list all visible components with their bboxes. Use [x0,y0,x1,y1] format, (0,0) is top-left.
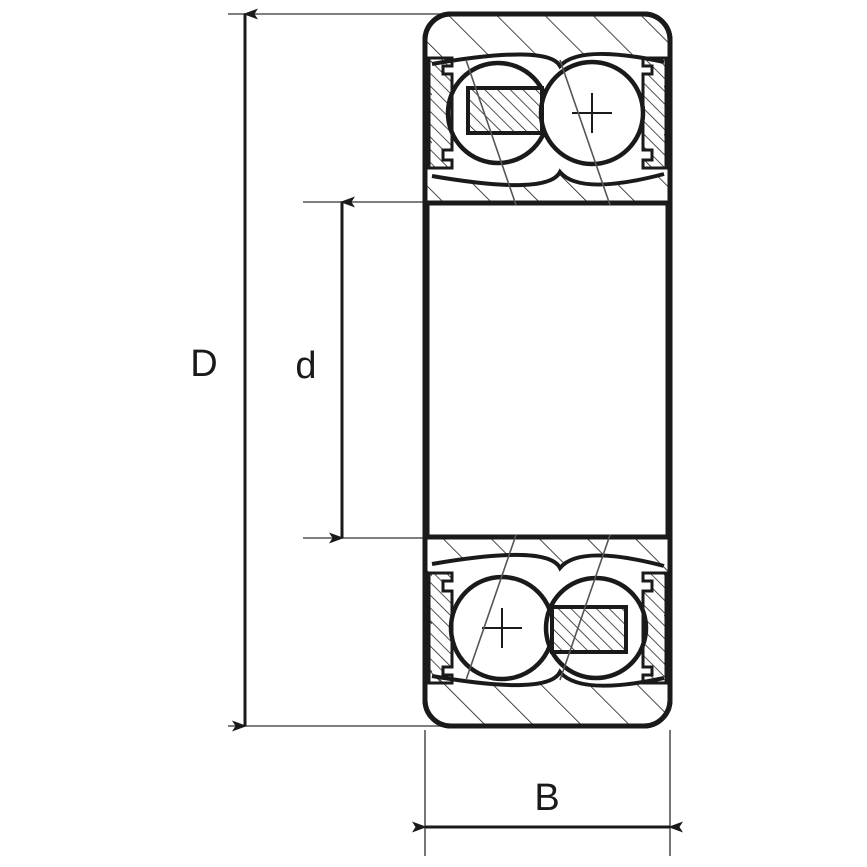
upper-left-seal [427,56,454,170]
dimension-d: d [295,196,355,544]
dimension-d-label: d [295,345,316,387]
lower-ball-row [431,534,665,688]
upper-ball-row [431,51,665,206]
dimension-B-label: B [534,777,559,819]
bearing-body [422,11,673,729]
upper-raceway-outer-arc [431,51,665,70]
upper-right-seal [641,56,668,170]
lower-raceway-outer-arc [431,668,665,688]
bearing-outline-overlay [422,11,673,729]
dimension-D-label: D [190,343,217,385]
lower-cage-section [550,605,628,654]
lower-left-seal [427,571,454,685]
lower-contact-angle-lines [465,534,611,681]
upper-contact-angle-lines [465,59,611,206]
lower-raceway-inner-arc [431,552,665,572]
lower-right-seal [641,571,668,685]
dimension-B: B [412,777,683,833]
bore-area [427,203,668,537]
upper-raceway-inner-arc [431,168,665,188]
lower-ball-center-crosshair [482,608,522,648]
dimension-D: D [190,8,258,732]
extension-lines [228,13,671,856]
upper-cage-section [466,86,544,135]
